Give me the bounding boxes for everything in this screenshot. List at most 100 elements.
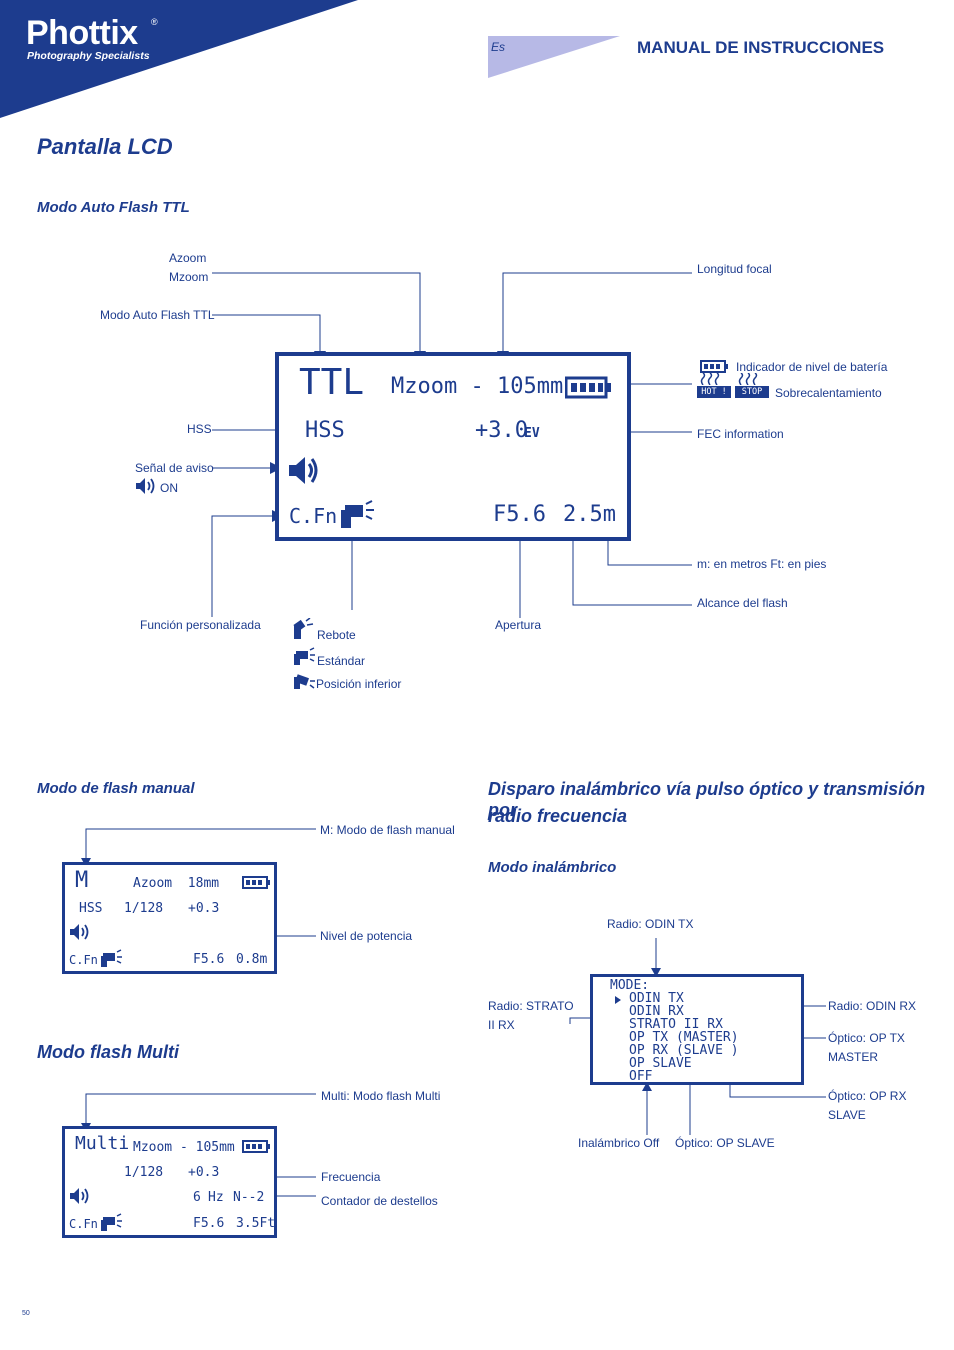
label-focal: Longitud focal <box>697 262 772 276</box>
lcd-aperture: F5.6 <box>493 502 546 527</box>
label-fec: FEC information <box>697 427 784 441</box>
label-beep: Señal de aviso <box>135 461 214 475</box>
label-aperture: Apertura <box>495 618 542 632</box>
label-multi-mode: Multi: Modo flash Multi <box>321 1089 441 1103</box>
manual-lcd-mode: M <box>75 868 89 893</box>
flash-bounce-icon <box>293 618 314 639</box>
label-auto-ttl: Modo Auto Flash TTL <box>100 308 215 322</box>
header-graphics <box>0 0 620 118</box>
speaker-icon <box>289 457 318 484</box>
speaker-small-icon <box>136 478 155 494</box>
wireless-lcd-item: ODIN RX <box>629 1004 684 1019</box>
multi-lcd-freq: 6 <box>193 1190 201 1205</box>
label-wireless-off: Inalámbrico Off <box>578 1136 660 1150</box>
manual-lcd-range: 0.8m <box>236 952 268 967</box>
multi-lcd-fec: +0.3 <box>188 1165 220 1180</box>
lcd-range: 2.5m <box>563 502 616 527</box>
label-optx-line1: Óptico: OP TX <box>828 1031 905 1045</box>
stop-badge: STOP <box>735 386 769 398</box>
manual-lcd-hss: HSS <box>79 901 103 916</box>
manual-battery-icon <box>242 876 270 889</box>
manual-lcd-power: 1/128 <box>124 901 164 916</box>
label-battery: Indicador de nivel de batería <box>736 360 888 374</box>
manual-lcd-fec: +0.3 <box>188 901 220 916</box>
battery-small-icon <box>700 360 728 373</box>
label-freq: Frecuencia <box>321 1170 381 1184</box>
multi-lcd-freq-unit: Hz <box>208 1190 224 1205</box>
wireless-lcd-item: OP RX (SLAVE ) <box>629 1043 739 1058</box>
multi-lcd-zoom: Mzoom - 105mm <box>133 1140 235 1155</box>
label-hss: HSS <box>187 422 212 436</box>
label-odin-rx: Radio: ODIN RX <box>828 999 917 1013</box>
lcd-mode: TTL <box>299 362 365 403</box>
flash-standard-icon <box>294 647 315 665</box>
flash-head-standard-icon <box>341 500 374 528</box>
wireless-lcd-item: OP SLAVE <box>629 1056 692 1071</box>
lcd-fec: +3.0 <box>475 418 528 443</box>
ttl-lcd: TTL Mzoom - 105mm HSS +3.0 EV C.Fn F5.6 … <box>275 352 631 541</box>
lang-tab <box>488 36 620 78</box>
manual-heading: Modo de flash manual <box>37 780 195 797</box>
label-op-slave: Óptico: OP SLAVE <box>675 1136 775 1150</box>
multi-lcd-count: N--2 <box>233 1190 265 1205</box>
label-bounce: Rebote <box>317 628 356 642</box>
multi-heading: Modo flash Multi <box>37 1042 179 1062</box>
label-oprx-line1: Óptico: OP RX <box>828 1089 907 1103</box>
header-banner <box>0 0 358 118</box>
manual-speaker-icon <box>70 924 89 940</box>
multi-lcd-range: 3.5Ft <box>236 1216 276 1231</box>
hot-badge: HOT ! <box>697 386 731 398</box>
manual-flash-standard-icon <box>101 949 122 967</box>
label-strato-line2: II RX <box>488 1018 515 1032</box>
wireless-lcd-item: OFF <box>629 1069 653 1084</box>
brand-registered: ® <box>151 17 158 27</box>
label-lower: Posición inferior <box>316 677 402 691</box>
multi-flash-standard-icon <box>101 1213 122 1231</box>
manual-lcd-cfn: C.Fn <box>69 953 98 967</box>
wireless-subheading: Modo inalámbrico <box>488 859 617 876</box>
manual-lcd-zoom: Azoom 18mm <box>133 876 220 891</box>
multi-lcd-mode: Multi <box>75 1133 130 1154</box>
label-standard: Estándar <box>317 654 366 668</box>
wireless-lcd-item: OP TX (MASTER) <box>629 1030 739 1045</box>
brand-tagline: Photography Specialists <box>27 50 150 62</box>
brand-logo: Phottix <box>26 14 138 52</box>
label-strato-line1: Radio: STRATO <box>488 999 574 1013</box>
battery-icon <box>565 376 611 399</box>
label-overheat: Sobrecalentamiento <box>775 386 882 400</box>
label-oprx-line2: SLAVE <box>828 1108 866 1122</box>
lcd-hss: HSS <box>305 418 345 443</box>
wireless-lcd: MODE: ODIN TX ODIN RX STRATO II RX OP TX… <box>590 974 804 1085</box>
multi-battery-icon <box>242 1140 270 1153</box>
lcd-fec-unit: EV <box>524 426 540 441</box>
manual-title: MANUAL DE INSTRUCCIONES <box>637 38 885 57</box>
label-units: m: en metros Ft: en pies <box>697 557 827 571</box>
page-number: 50 <box>22 1310 30 1317</box>
heat-waves-icon <box>700 373 758 385</box>
multi-speaker-icon <box>70 1188 89 1204</box>
manual-lcd-aperture: F5.6 <box>193 952 225 967</box>
label-manual-mode: M: Modo de flash manual <box>320 823 455 837</box>
wireless-heading-line1: Disparo inalámbrico vía pulso óptico y t… <box>488 779 926 820</box>
multi-lcd-power: 1/128 <box>124 1165 164 1180</box>
multi-lcd-aperture: F5.6 <box>193 1216 225 1231</box>
wireless-heading-line2: radio frecuencia <box>488 806 628 826</box>
multi-lcd: Multi Mzoom - 105mm 1/128 +0.3 6 Hz N--2… <box>62 1126 277 1238</box>
label-beep-on: ON <box>160 481 178 495</box>
label-range: Alcance del flash <box>697 596 788 610</box>
label-count: Contador de destellos <box>321 1194 438 1208</box>
label-azoom: Azoom <box>169 251 207 265</box>
language-tag: Es <box>491 40 506 54</box>
label-power: Nivel de potencia <box>320 929 413 943</box>
label-optx-line2: MASTER <box>828 1050 879 1064</box>
flash-lower-icon <box>294 674 315 689</box>
manual-lcd: M Azoom 18mm HSS 1/128 +0.3 C.Fn F5.6 0.… <box>62 862 277 974</box>
multi-lcd-cfn: C.Fn <box>69 1217 98 1231</box>
wireless-lcd-item: ODIN TX <box>629 991 684 1006</box>
lcd-cfn: C.Fn <box>289 504 338 528</box>
lcd-zoom: Mzoom - 105mm <box>391 374 564 399</box>
page-title: Pantalla LCD <box>37 134 173 159</box>
wireless-lcd-item: STRATO II RX <box>629 1017 723 1032</box>
wireless-lcd-title: MODE: <box>610 978 650 993</box>
label-odin-tx: Radio: ODIN TX <box>607 917 694 931</box>
